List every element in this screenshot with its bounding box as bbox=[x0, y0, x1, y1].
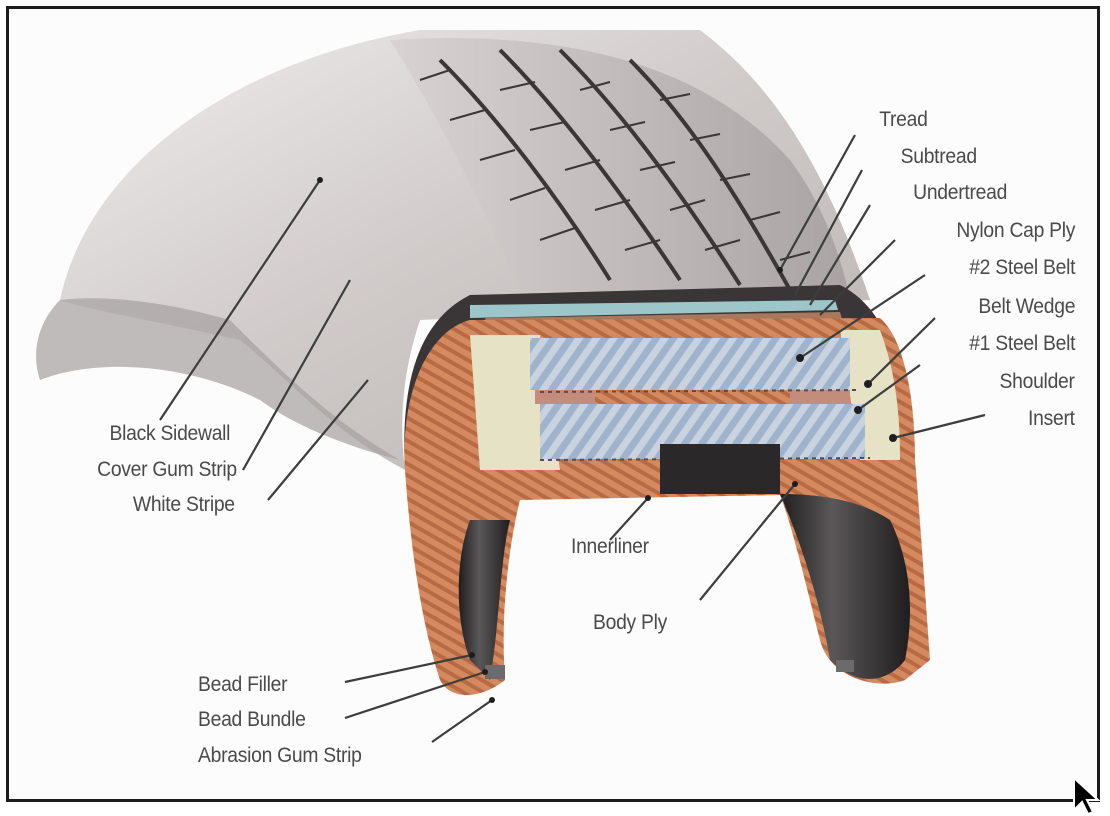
label-steel-belt-1: #1 Steel Belt bbox=[969, 332, 1075, 355]
inner-cavity-right bbox=[780, 494, 910, 679]
label-subtread: Subtread bbox=[900, 145, 977, 168]
label-bead-filler: Bead Filler bbox=[198, 673, 288, 696]
label-black-sidewall: Black Sidewall bbox=[109, 422, 230, 445]
label-cover-gum-strip: Cover Gum Strip bbox=[97, 458, 237, 481]
bead-bundle bbox=[485, 665, 505, 679]
tread-band bbox=[390, 38, 850, 301]
innerliner-block bbox=[660, 444, 780, 494]
label-abrasion-gum-strip: Abrasion Gum Strip bbox=[198, 744, 362, 767]
label-bead-bundle: Bead Bundle bbox=[198, 708, 306, 731]
tread-grooves bbox=[438, 48, 792, 291]
leader-lines bbox=[159, 134, 986, 743]
leader-arrowheads bbox=[317, 177, 897, 703]
belt-wedge bbox=[535, 390, 595, 404]
label-undertread: Undertread bbox=[913, 181, 1007, 204]
label-shoulder: Shoulder bbox=[999, 370, 1075, 393]
rear-sidewall bbox=[36, 298, 400, 460]
label-tread: Tread bbox=[879, 108, 929, 131]
steel-belt-2 bbox=[530, 338, 850, 390]
inner-cavity-left bbox=[458, 520, 510, 680]
label-insert: Insert bbox=[1028, 407, 1075, 430]
label-innerliner: Innerliner bbox=[571, 535, 649, 558]
label-belt-wedge: Belt Wedge bbox=[978, 295, 1075, 318]
mouse-cursor-icon bbox=[1073, 776, 1101, 816]
label-nylon-cap-ply: Nylon Cap Ply bbox=[956, 219, 1075, 242]
label-steel-belt-2: #2 Steel Belt bbox=[969, 256, 1075, 279]
label-white-stripe: White Stripe bbox=[133, 493, 235, 516]
label-body-ply: Body Ply bbox=[593, 611, 668, 634]
